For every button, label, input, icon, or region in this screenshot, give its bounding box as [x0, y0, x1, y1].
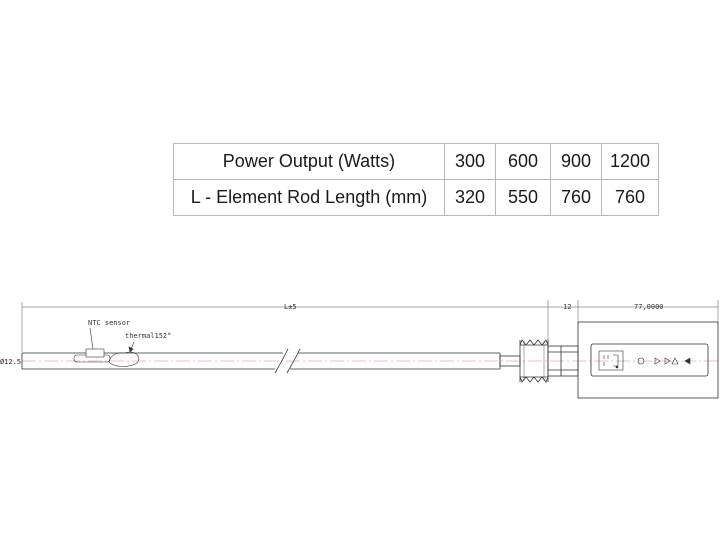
display-icon [598, 350, 624, 371]
thread-dimension-label: 12 [563, 303, 571, 311]
thermal-fuse-label: thermal152° [125, 332, 171, 340]
control-head [577, 321, 719, 399]
rod-length-row: L - Element Rod Length (mm) 320 550 760 … [173, 179, 659, 216]
length-value-cell: 320 [444, 179, 496, 216]
length-dimension-label: L±5 [284, 303, 297, 311]
head-dimension [578, 300, 719, 322]
head-dimension-label: 77,0000 [634, 303, 664, 311]
element-rod [21, 352, 501, 370]
power-value-cell: 300 [444, 143, 496, 180]
diameter-label: Ø12.5 [0, 358, 21, 366]
length-dimension [21, 300, 549, 352]
power-output-row: Power Output (Watts) 300 600 900 1200 [173, 143, 659, 180]
length-value-cell: 760 [601, 179, 659, 216]
power-button-icon [637, 357, 645, 365]
length-value-cell: 760 [550, 179, 602, 216]
control-indicator-icons [654, 357, 691, 365]
length-value-cell: 550 [495, 179, 551, 216]
rod-length-label: L - Element Rod Length (mm) [173, 179, 445, 216]
power-value-cell: 1200 [601, 143, 659, 180]
ntc-sensor-label: NTC sensor [88, 319, 130, 327]
specification-table: Power Output (Watts) 300 600 900 1200 L … [173, 143, 659, 216]
power-output-label: Power Output (Watts) [173, 143, 445, 180]
thread-dimension [548, 300, 579, 322]
thermal-fuse [108, 341, 140, 367]
ntc-sensor [73, 327, 111, 363]
break-lines [274, 348, 301, 374]
power-value-cell: 900 [550, 143, 602, 180]
